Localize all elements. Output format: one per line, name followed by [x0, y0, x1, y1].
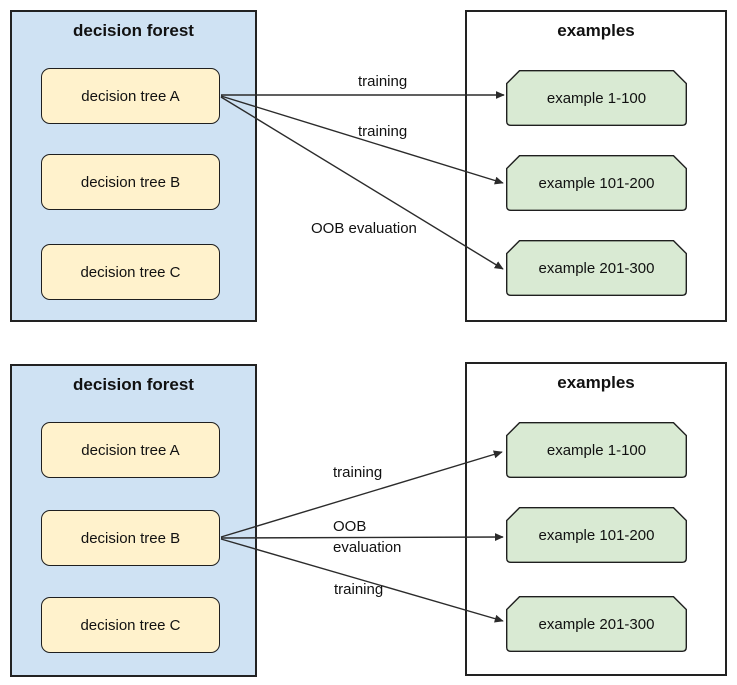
bottom-arrow-label-training-2: training [334, 581, 384, 598]
bottom-example-node-201-300: example 201-300 [506, 596, 687, 652]
top-arrow-label-training-2: training [358, 123, 408, 140]
top-tree-node-c: decision tree C [41, 244, 220, 300]
example-card-shape [506, 240, 687, 296]
bottom-forest-title: decision forest [73, 375, 194, 394]
bottom-examples-title: examples [557, 373, 635, 392]
example-card-shape [506, 155, 687, 211]
top-tree-node-c-label: decision tree C [80, 263, 181, 281]
bottom-tree-node-a: decision tree A [41, 422, 220, 478]
top-example-1-100-label: example 1-100 [546, 89, 647, 107]
bottom-arrow-label-oob-line2: evaluation [333, 539, 402, 556]
top-decision-forest-panel: decision forest decision tree A decision… [10, 10, 257, 322]
bottom-example-1-100-label: example 1-100 [546, 441, 647, 459]
bottom-tree-node-b: decision tree B [41, 510, 220, 566]
bottom-arrow-label-oob-line1: OOB [333, 518, 367, 535]
bottom-tree-node-b-label: decision tree B [80, 529, 181, 547]
example-card-shape [506, 596, 687, 652]
top-tree-node-b: decision tree B [41, 154, 220, 210]
top-examples-panel: examples example 1-100 example 101-200 e… [465, 10, 727, 322]
example-card-shape [506, 507, 687, 563]
top-examples-title: examples [557, 21, 635, 40]
bottom-tree-node-c-label: decision tree C [80, 616, 181, 634]
bottom-tree-node-a-label: decision tree A [81, 441, 180, 459]
top-example-node-201-300: example 201-300 [506, 240, 687, 296]
bottom-example-node-101-200: example 101-200 [506, 507, 687, 563]
top-tree-node-a-label: decision tree A [81, 87, 180, 105]
bottom-decision-forest-panel: decision forest decision tree A decision… [10, 364, 257, 677]
bottom-arrow-label-oob-evaluation: OOB evaluation [333, 516, 401, 558]
bottom-example-201-300-label: example 201-300 [538, 615, 655, 633]
top-arrow-label-training-1: training [358, 73, 408, 90]
top-example-101-200-label: example 101-200 [538, 174, 655, 192]
top-forest-title: decision forest [73, 21, 194, 40]
top-example-201-300-label: example 201-300 [538, 259, 655, 277]
top-tree-node-b-label: decision tree B [80, 173, 181, 191]
bottom-example-101-200-label: example 101-200 [538, 526, 655, 544]
top-example-node-1-100: example 1-100 [506, 70, 687, 126]
example-card-shape [506, 70, 687, 126]
bottom-examples-panel: examples example 1-100 example 101-200 e… [465, 362, 727, 676]
bottom-arrow-label-training-1: training [333, 464, 383, 481]
top-example-node-101-200: example 101-200 [506, 155, 687, 211]
top-arrow-label-oob-evaluation: OOB evaluation [311, 220, 417, 237]
top-tree-node-a: decision tree A [41, 68, 220, 124]
example-card-shape [506, 422, 687, 478]
bottom-example-node-1-100: example 1-100 [506, 422, 687, 478]
bottom-tree-node-c: decision tree C [41, 597, 220, 653]
